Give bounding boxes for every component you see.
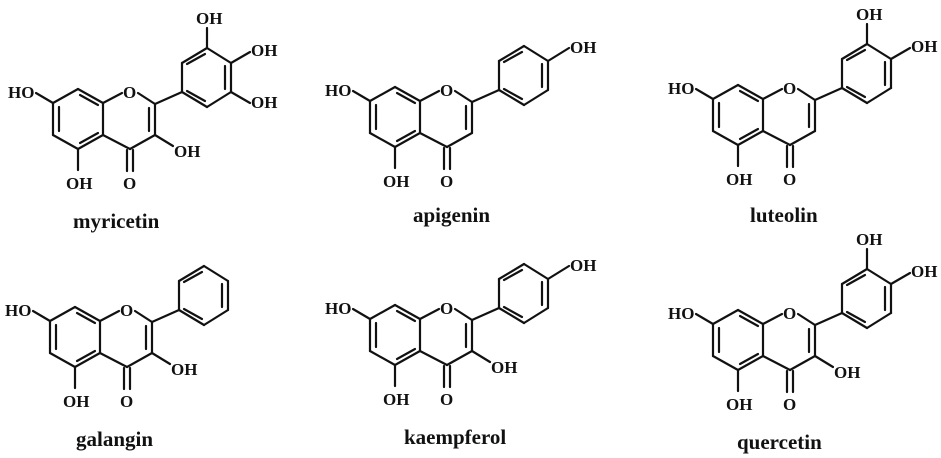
flavone-skeleton	[666, 267, 893, 416]
molecule-galangin: galangin	[3, 264, 230, 451]
b-ring-hydroxyl-3	[194, 7, 224, 50]
b-ring-hydroxyl-4	[889, 35, 939, 61]
flavone-skeleton	[323, 44, 550, 193]
flavone-skeleton	[666, 42, 893, 191]
b-ring-hydroxyl-5	[229, 90, 279, 114]
b-ring-hydroxyl-4: OH	[570, 38, 596, 57]
b-ring-hydroxyl-4	[229, 39, 279, 65]
flavone-skeleton	[3, 264, 230, 413]
molecule-apigenin: OH apigenin	[323, 38, 596, 227]
molecule-kaempferol: OH kaempferol	[323, 256, 596, 449]
b-ring-hydroxyl-4	[889, 260, 939, 286]
c3-hydroxyl	[470, 349, 519, 379]
flavone-skeleton	[323, 262, 550, 411]
b-ring-hydroxyl-3	[854, 228, 884, 271]
compound-name: quercetin	[737, 430, 822, 454]
compound-name: galangin	[76, 427, 153, 451]
c3-hydroxyl	[813, 354, 862, 384]
compound-name: myricetin	[73, 209, 160, 233]
b-ring-hydroxyl-3	[854, 3, 884, 46]
molecule-luteolin: luteolin	[666, 3, 939, 227]
c3-hydroxyl	[153, 133, 202, 163]
flavone-skeleton	[6, 46, 233, 195]
c3-hydroxyl	[150, 351, 199, 381]
compound-name: apigenin	[413, 203, 490, 227]
compound-name: luteolin	[750, 203, 818, 227]
molecule-myricetin: myricetin	[6, 7, 279, 233]
b-ring-hydroxyl-4: OH	[570, 256, 596, 275]
compound-name: kaempferol	[404, 425, 506, 449]
molecule-quercetin: quercetin	[666, 228, 939, 454]
